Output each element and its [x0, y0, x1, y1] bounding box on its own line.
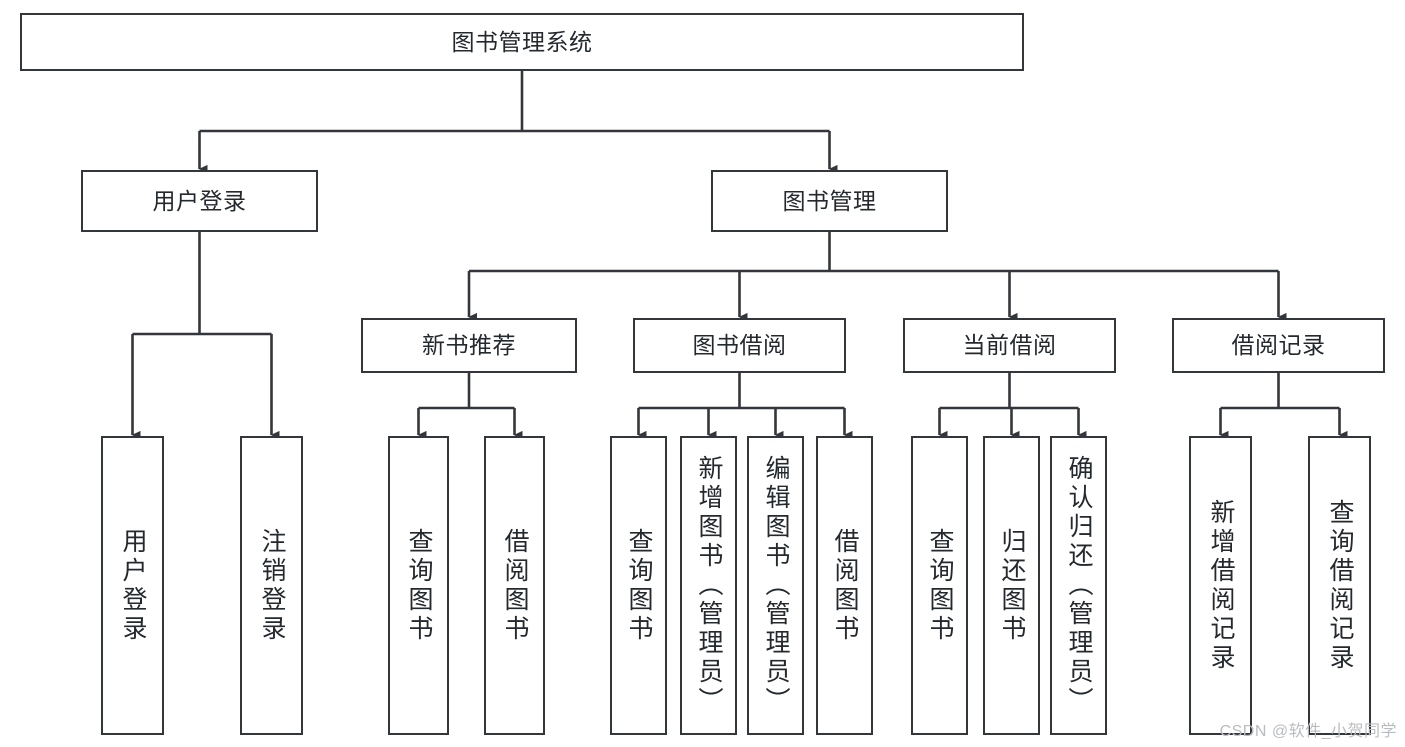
node-label-leaf-query-book-2: 查询图书	[625, 527, 653, 644]
node-label-user-login: 用户登录	[152, 187, 247, 214]
node-leaf-query-book-3[interactable]: 查询图书	[911, 436, 968, 735]
node-label-leaf-borrow-book-1: 借阅图书	[501, 527, 529, 644]
node-leaf-login[interactable]: 用户登录	[101, 436, 164, 735]
node-label-leaf-login: 用户登录	[119, 527, 147, 644]
node-label-loan-record: 借阅记录	[1231, 332, 1326, 359]
node-label-leaf-return-book: 归还图书	[998, 527, 1026, 644]
node-label-leaf-logout: 注销登录	[258, 527, 286, 644]
node-leaf-query-book-1[interactable]: 查询图书	[388, 436, 449, 735]
node-label-book-manage: 图书管理	[782, 187, 877, 214]
node-leaf-borrow-book-2[interactable]: 借阅图书	[816, 436, 873, 735]
node-leaf-add-book[interactable]: 新增图书（管理员）	[680, 436, 737, 735]
node-label-new-book-rec: 新书推荐	[422, 332, 516, 359]
node-current-loan[interactable]: 当前借阅	[903, 318, 1116, 373]
node-label-leaf-edit-book: 编辑图书（管理员）	[762, 455, 790, 716]
node-book-borrow[interactable]: 图书借阅	[633, 318, 846, 373]
node-label-current-loan: 当前借阅	[962, 332, 1057, 359]
node-new-book-rec[interactable]: 新书推荐	[361, 318, 577, 373]
node-leaf-edit-book[interactable]: 编辑图书（管理员）	[747, 436, 804, 735]
node-leaf-confirm-ret[interactable]: 确认归还（管理员）	[1050, 436, 1107, 735]
node-leaf-logout[interactable]: 注销登录	[240, 436, 303, 735]
watermark: CSDN @软件_小贺同学	[1219, 723, 1397, 740]
node-leaf-query-book-2[interactable]: 查询图书	[610, 436, 667, 735]
node-label-leaf-add-book: 新增图书（管理员）	[695, 455, 723, 716]
node-user-login[interactable]: 用户登录	[81, 170, 318, 232]
node-label-leaf-query-book-1: 查询图书	[405, 527, 433, 644]
node-label-root: 图书管理系统	[451, 28, 593, 55]
node-loan-record[interactable]: 借阅记录	[1172, 318, 1385, 373]
node-book-manage[interactable]: 图书管理	[711, 170, 948, 232]
node-label-leaf-query-book-3: 查询图书	[926, 527, 954, 644]
node-label-leaf-query-record: 查询借阅记录	[1326, 498, 1354, 673]
node-leaf-add-record[interactable]: 新增借阅记录	[1189, 436, 1252, 735]
node-root[interactable]: 图书管理系统	[20, 13, 1024, 71]
node-label-book-borrow: 图书借阅	[692, 332, 787, 359]
node-leaf-return-book[interactable]: 归还图书	[983, 436, 1040, 735]
node-label-leaf-add-record: 新增借阅记录	[1207, 498, 1235, 673]
node-label-leaf-confirm-ret: 确认归还（管理员）	[1065, 455, 1093, 716]
node-label-leaf-borrow-book-2: 借阅图书	[831, 527, 859, 644]
node-leaf-borrow-book-1[interactable]: 借阅图书	[484, 436, 545, 735]
node-leaf-query-record[interactable]: 查询借阅记录	[1308, 436, 1371, 735]
